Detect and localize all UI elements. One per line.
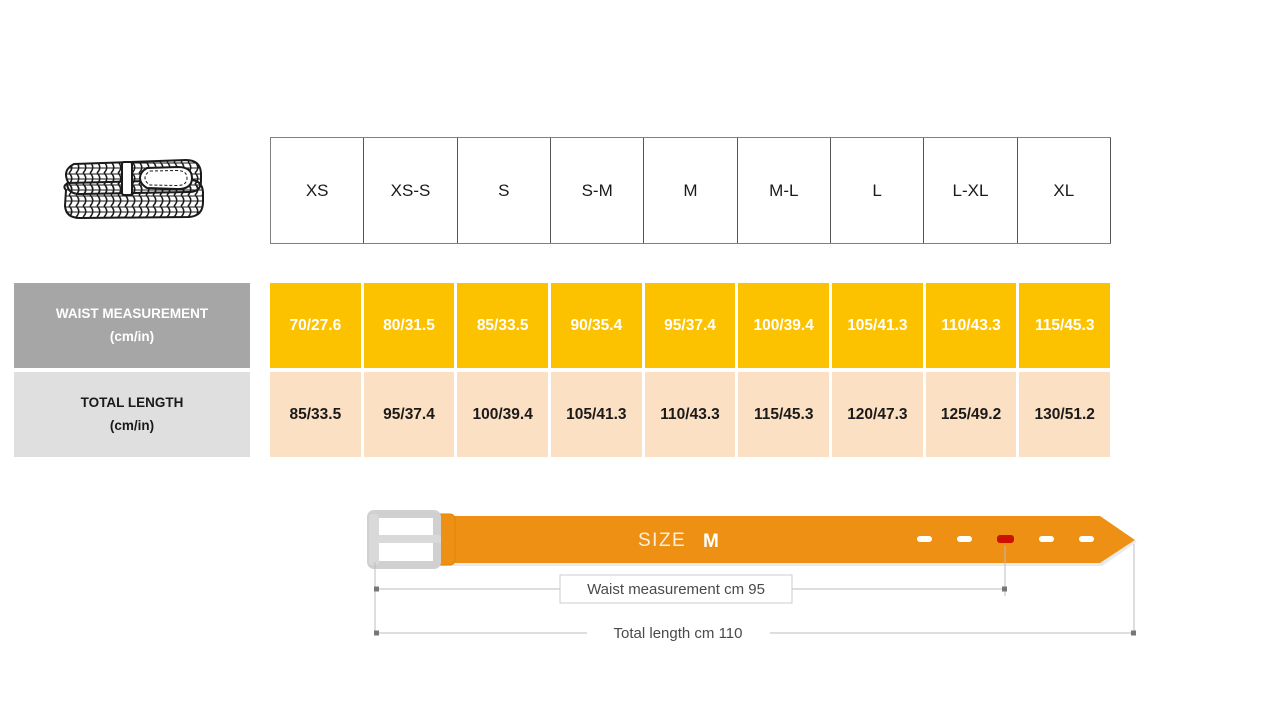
belt-hole bbox=[1079, 536, 1094, 542]
waist-dimension-label: Waist measurement cm 95 bbox=[587, 581, 765, 598]
total-length-value-cell: 95/37.4 bbox=[363, 372, 458, 457]
total-length-value-cell: 85/33.5 bbox=[270, 372, 364, 457]
waist-value-cell: 100/39.4 bbox=[738, 283, 833, 368]
waist-dimension-label-box bbox=[559, 574, 793, 604]
waist-value-cell: 80/31.5 bbox=[363, 283, 458, 368]
total-length-value-cell: 100/39.4 bbox=[457, 372, 552, 457]
total-length-row: TOTAL LENGTH (cm/in) 85/33.5 95/37.4 100… bbox=[14, 372, 1111, 457]
belt-hole bbox=[917, 536, 932, 542]
size-header-cell: L bbox=[830, 138, 925, 243]
waist-value-cells: 70/27.6 80/31.5 85/33.5 90/35.4 95/37.4 … bbox=[270, 283, 1111, 368]
braided-belt-icon bbox=[63, 158, 204, 220]
total-length-dimension-line: Total length cm 110 bbox=[374, 625, 1136, 642]
belt-hole bbox=[1039, 536, 1054, 542]
total-length-value-cell: 130/51.2 bbox=[1019, 372, 1111, 457]
belt-strap bbox=[433, 516, 1137, 566]
belt-holes bbox=[917, 535, 1094, 543]
size-caption-value: M bbox=[703, 531, 719, 552]
total-length-label-unit: (cm/in) bbox=[109, 417, 155, 433]
total-length-value-cell: 120/47.3 bbox=[832, 372, 926, 457]
belt-hole-active bbox=[997, 535, 1014, 543]
waist-value-cell: 70/27.6 bbox=[270, 283, 364, 368]
waist-label-title: WAIST MEASUREMENT bbox=[55, 306, 209, 322]
belt-buckle-icon bbox=[367, 510, 441, 569]
size-header-cell: L-XL bbox=[924, 138, 1018, 243]
waist-measurement-label: WAIST MEASUREMENT (cm/in) bbox=[14, 283, 250, 368]
waist-value-cell: 115/45.3 bbox=[1019, 283, 1111, 368]
waist-value-cell: 105/41.3 bbox=[832, 283, 926, 368]
waist-value-cell: 85/33.5 bbox=[457, 283, 552, 368]
waist-dimension-line: Waist measurement cm 95 bbox=[374, 574, 1007, 604]
total-length-value-cell: 115/45.3 bbox=[738, 372, 833, 457]
waist-label-unit: (cm/in) bbox=[109, 328, 155, 344]
size-header-table: XS XS-S S S-M M M-L L L-XL XL bbox=[270, 137, 1111, 244]
belt-measurement-diagram: SIZE M Waist measurement cm 95 bbox=[355, 500, 1155, 650]
waist-value-cell: 110/43.3 bbox=[925, 283, 1020, 368]
size-header-cell: S-M bbox=[550, 138, 645, 243]
waist-measurement-row: WAIST MEASUREMENT (cm/in) 70/27.6 80/31.… bbox=[14, 283, 1111, 368]
size-header-cell: XS bbox=[271, 138, 365, 243]
total-length-dimension-label: Total length cm 110 bbox=[614, 625, 743, 642]
total-length-value-cell: 110/43.3 bbox=[644, 372, 739, 457]
size-header-cell: XS-S bbox=[364, 138, 458, 243]
size-caption-prefix: SIZE bbox=[638, 530, 686, 551]
size-header-cell: XL bbox=[1017, 138, 1111, 243]
size-header-cell: S bbox=[457, 138, 551, 243]
size-header-cell: M-L bbox=[737, 138, 831, 243]
total-length-value-cell: 125/49.2 bbox=[925, 372, 1020, 457]
size-header-cell: M bbox=[644, 138, 738, 243]
waist-value-cell: 95/37.4 bbox=[644, 283, 739, 368]
belt-hole bbox=[957, 536, 972, 542]
waist-value-cell: 90/35.4 bbox=[551, 283, 645, 368]
total-length-value-cell: 105/41.3 bbox=[551, 372, 645, 457]
total-length-value-cells: 85/33.5 95/37.4 100/39.4 105/41.3 110/43… bbox=[270, 372, 1111, 457]
product-illustration bbox=[50, 140, 220, 240]
total-length-label: TOTAL LENGTH (cm/in) bbox=[14, 372, 250, 457]
total-length-label-title: TOTAL LENGTH bbox=[80, 395, 184, 411]
